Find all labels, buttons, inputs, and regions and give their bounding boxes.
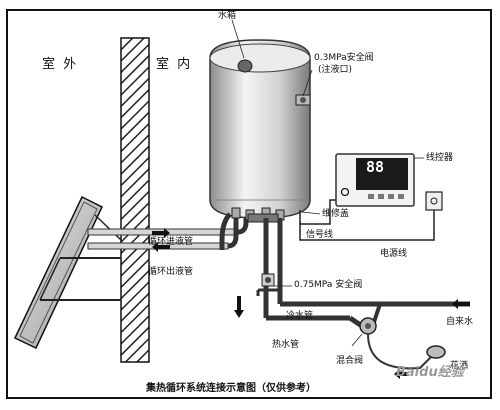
tank-outlet-pipes	[219, 212, 470, 321]
solar-collector	[14, 195, 122, 350]
label-controller: 线控器	[426, 153, 454, 163]
label-outdoor: 室 外	[42, 57, 79, 72]
controller-display-reading: 88	[366, 158, 385, 176]
signal-line	[299, 199, 336, 225]
mixing-valve	[348, 303, 382, 335]
hot-flow-arrow	[234, 296, 244, 318]
water-tank	[209, 39, 311, 219]
label-maintenance-cover: 维修盖	[322, 209, 350, 219]
label-mixing-valve: 混合阀	[336, 356, 364, 366]
diagram-caption: 集热循环系统连接示意图（仅供参考）	[146, 383, 316, 394]
label-safety-valve-mid: 0.75MPa 安全阀	[294, 280, 363, 290]
mixed-flow-arrow	[394, 369, 408, 379]
label-cold-water-pipe: 冷水管	[286, 311, 314, 321]
label-signal-line: 信号线	[306, 230, 334, 240]
label-tap-water: 自来水	[446, 317, 474, 327]
label-tank: 水箱	[218, 11, 237, 21]
power-cable	[299, 210, 435, 241]
inlet-arrow	[152, 228, 170, 238]
diagram-frame	[6, 9, 492, 399]
label-shower: 花洒	[450, 361, 469, 371]
safety-valve-top	[295, 94, 311, 106]
shower-head-icon	[426, 345, 446, 359]
safety-valve-mid	[261, 273, 275, 287]
label-inlet-pipe: 循环进液管	[148, 237, 194, 247]
label-safety-valve-top: 0.3MPa安全阀	[314, 53, 374, 63]
label-safety-valve-top-note: (注液口)	[318, 65, 353, 75]
shower-hose	[367, 333, 433, 370]
power-icon	[340, 187, 350, 197]
label-outlet-pipe: 循环出液管	[148, 267, 194, 277]
power-outlet-icon	[425, 191, 443, 211]
label-indoor: 室 内	[156, 57, 193, 72]
controller-panel	[335, 153, 415, 207]
wall	[120, 37, 150, 363]
watermark: Baidu经验	[396, 365, 464, 380]
label-hot-water-pipe: 热水管	[272, 340, 300, 350]
label-power-line: 电源线	[380, 249, 408, 259]
outlet-arrow	[152, 242, 170, 252]
cold-flow-arrow	[452, 299, 470, 309]
